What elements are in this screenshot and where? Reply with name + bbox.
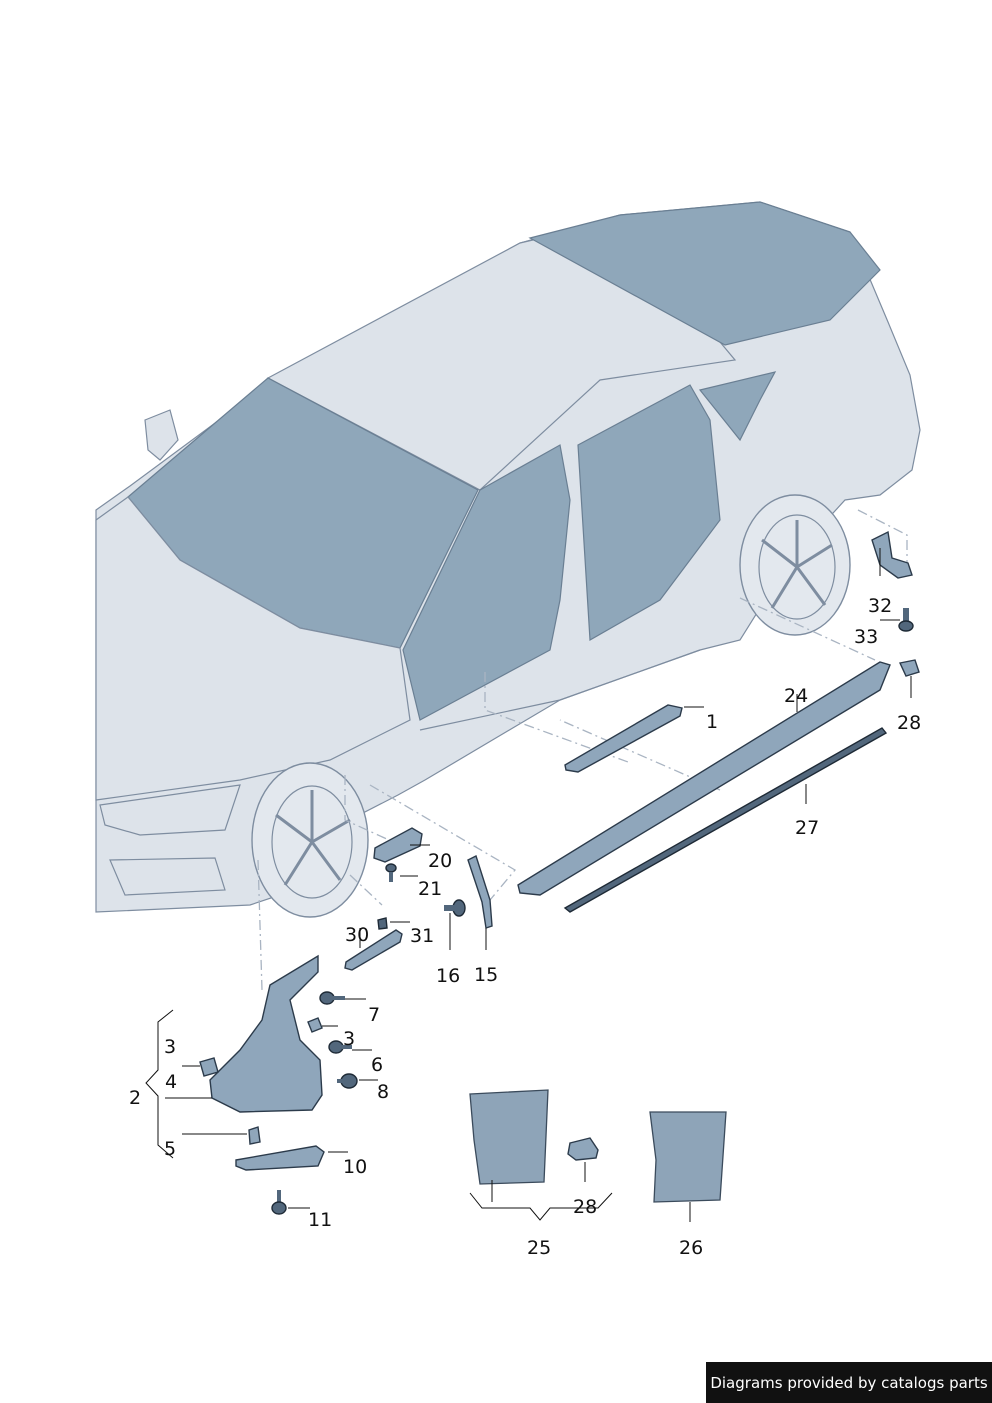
callout-21: 21 [418,878,442,900]
part-3-clip[interactable] [307,1017,323,1033]
callout-28-top: 28 [897,712,921,734]
callout-31: 31 [410,925,434,947]
part-33-screw[interactable] [898,608,914,632]
callout-28-kit: 28 [573,1196,597,1218]
part-10-bracket[interactable] [235,1145,325,1171]
callout-3-left: 3 [164,1036,176,1058]
part-28-clip[interactable] [898,659,920,677]
rear-wheel [739,494,851,636]
callout-2: 2 [129,1087,141,1109]
part-16-rivet[interactable] [444,899,466,917]
callout-24: 24 [784,685,808,707]
car-illustration [95,201,921,918]
part-4-clip[interactable] [199,1057,219,1077]
part-26-bag[interactable] [649,1111,727,1203]
callout-4: 4 [165,1071,177,1093]
callout-32: 32 [868,595,892,617]
part-1-sill-trim[interactable] [564,704,683,773]
front-wheel [251,762,369,918]
assembly-guide-lines [257,509,908,991]
callout-25: 25 [527,1237,551,1259]
callout-16: 16 [436,965,460,987]
callout-33: 33 [854,626,878,648]
callout-26: 26 [679,1237,703,1259]
part-2-wheelhouse-liner[interactable] [209,954,323,1113]
leader-lines [145,548,912,1222]
part-30-strip[interactable] [344,929,403,971]
callout-15: 15 [474,964,498,986]
callout-11: 11 [308,1209,332,1231]
callout-3-right: 3 [343,1028,355,1050]
part-11-screw[interactable] [271,1190,287,1215]
part-15-arch-strip[interactable] [467,855,493,929]
part-21-screw[interactable] [385,863,397,882]
callout-10: 10 [343,1156,367,1178]
part-25-bag[interactable] [469,1089,549,1185]
part-24-side-skirt[interactable] [517,661,891,896]
part-8-screw[interactable] [337,1073,358,1089]
part-7-screw[interactable] [319,991,345,1005]
callout-20: 20 [428,850,452,872]
part-31-clip[interactable] [377,917,388,930]
part-28-clip-kit[interactable] [567,1137,599,1161]
callout-8: 8 [377,1081,389,1103]
callout-5: 5 [164,1138,176,1160]
part-6-screw[interactable] [328,1040,352,1054]
callout-27: 27 [795,817,819,839]
part-20-holder[interactable] [373,827,423,863]
callout-30: 30 [345,924,369,946]
callout-6: 6 [371,1054,383,1076]
part-27-strip[interactable] [563,727,888,913]
callout-7: 7 [368,1004,380,1026]
footer-credit: Diagrams provided by catalogs parts [706,1362,992,1403]
callout-labels: 1 24 27 28 32 33 20 21 16 15 30 31 7 3 6… [129,595,921,1259]
part-5-clip[interactable] [248,1126,261,1145]
callout-1: 1 [706,711,718,733]
part-32-bracket[interactable] [871,530,913,579]
